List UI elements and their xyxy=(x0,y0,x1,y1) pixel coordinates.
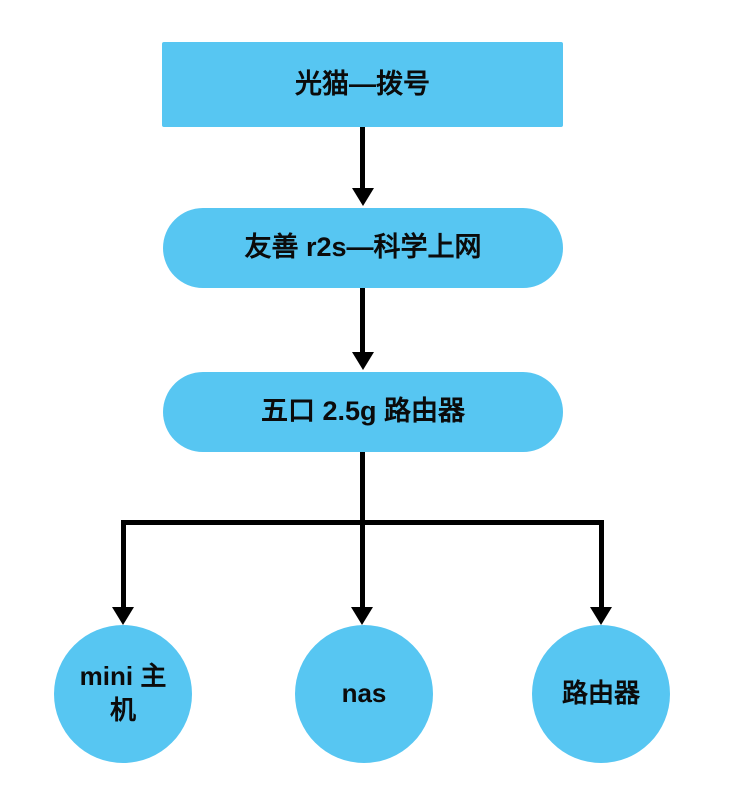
arrowhead-icon xyxy=(352,188,374,206)
node-modem: 光猫—拨号 xyxy=(162,42,563,127)
arrowhead-icon xyxy=(352,352,374,370)
connector-switch-stem-line xyxy=(360,452,365,607)
arrowhead-icon xyxy=(112,607,134,625)
arrowhead-icon xyxy=(590,607,612,625)
arrowhead-icon xyxy=(351,607,373,625)
node-switch: 五口 2.5g 路由器 xyxy=(163,372,563,452)
node-r2s: 友善 r2s—科学上网 xyxy=(163,208,563,288)
node-r2s-label: 友善 r2s—科学上网 xyxy=(244,232,482,263)
node-modem-label: 光猫—拨号 xyxy=(295,68,430,99)
connector-modem-r2s-line xyxy=(360,127,365,188)
node-switch-label: 五口 2.5g 路由器 xyxy=(260,396,466,427)
node-mini-host-label: mini 主机 xyxy=(79,661,167,725)
node-nas: nas xyxy=(295,625,433,763)
connector-r2s-switch-line xyxy=(360,288,365,352)
connector-switch-router-line xyxy=(599,520,604,607)
node-router-label: 路由器 xyxy=(561,678,640,709)
node-mini-host: mini 主机 xyxy=(54,625,192,763)
node-nas-label: nas xyxy=(341,678,387,709)
connector-branch-horizontal-line xyxy=(121,520,604,525)
node-router: 路由器 xyxy=(532,625,670,763)
connector-switch-minihost-line xyxy=(121,520,126,607)
